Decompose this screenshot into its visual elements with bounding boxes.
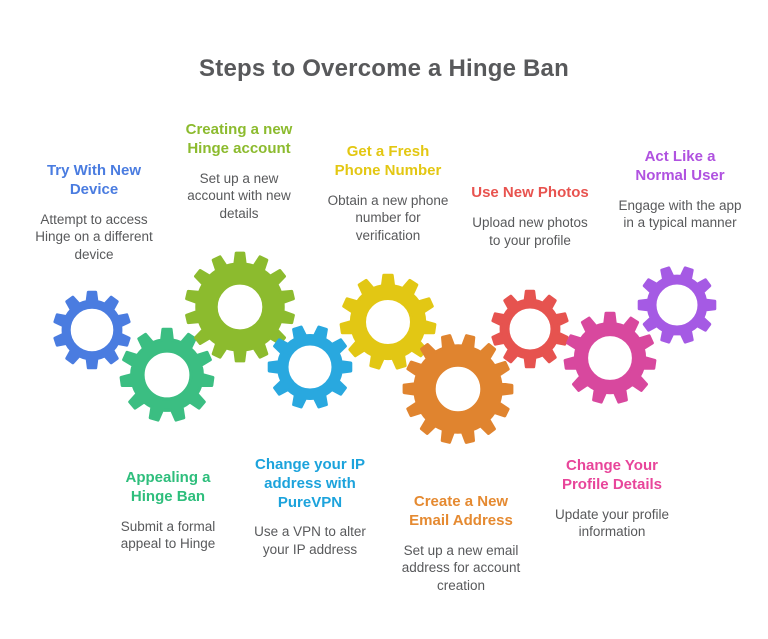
gear-red <box>491 289 569 369</box>
gear-blue <box>53 290 131 370</box>
step-change-profile-details: Change Your Profile Details Update your … <box>527 457 697 541</box>
step-try-new-device: Try With New Device Attempt to access Hi… <box>9 162 179 264</box>
step-description: Use a VPN to alter your IP address <box>254 524 366 558</box>
gear-olive <box>185 251 295 363</box>
step-description: Submit a formal appeal to Hinge <box>120 518 216 552</box>
gear-cyan <box>267 325 353 409</box>
gear-magenta <box>563 311 657 404</box>
step-change-ip-purevpn: Change your IP address with PureVPN Use … <box>225 456 395 559</box>
gear-yellow <box>339 273 437 370</box>
step-creating-new-hinge-account: Creating a new Hinge account Set up a ne… <box>154 121 324 223</box>
step-title: Get a Fresh Phone Number <box>334 143 442 179</box>
step-title: Try With New Device <box>46 162 142 198</box>
gear-orange <box>402 334 514 444</box>
step-description: Set up a new email address for account c… <box>401 542 521 594</box>
step-title: Act Like a Normal User <box>635 148 725 184</box>
step-appealing-hinge-ban: Appealing a Hinge Ban Submit a formal ap… <box>83 469 253 553</box>
step-description: Obtain a new phone number for verificati… <box>327 192 449 244</box>
step-title: Creating a new Hinge account <box>185 121 293 157</box>
step-description: Set up a new account with new details <box>187 170 291 222</box>
step-use-new-photos: Use New Photos Upload new photos to your… <box>445 184 615 249</box>
step-title: Appealing a Hinge Ban <box>125 469 211 505</box>
page-title: Steps to Overcome a Hinge Ban <box>199 55 569 82</box>
step-description: Update your profile information <box>554 506 670 540</box>
step-create-new-email: Create a New Email Address Set up a new … <box>376 493 546 595</box>
step-description: Upload new photos to your profile <box>472 214 588 248</box>
step-get-fresh-phone-number: Get a Fresh Phone Number Obtain a new ph… <box>303 143 473 245</box>
gear-emerald <box>119 327 215 422</box>
step-title: Change your IP address with PureVPN <box>254 456 366 511</box>
step-title: Use New Photos <box>471 184 589 201</box>
step-description: Attempt to access Hinge on a different d… <box>35 211 153 263</box>
step-title: Change Your Profile Details <box>561 457 663 493</box>
gear-purple <box>637 266 717 344</box>
step-description: Engage with the app in a typical manner <box>618 197 742 231</box>
step-title: Create a New Email Address <box>409 493 513 529</box>
step-act-like-normal-user: Act Like a Normal User Engage with the a… <box>595 148 765 232</box>
